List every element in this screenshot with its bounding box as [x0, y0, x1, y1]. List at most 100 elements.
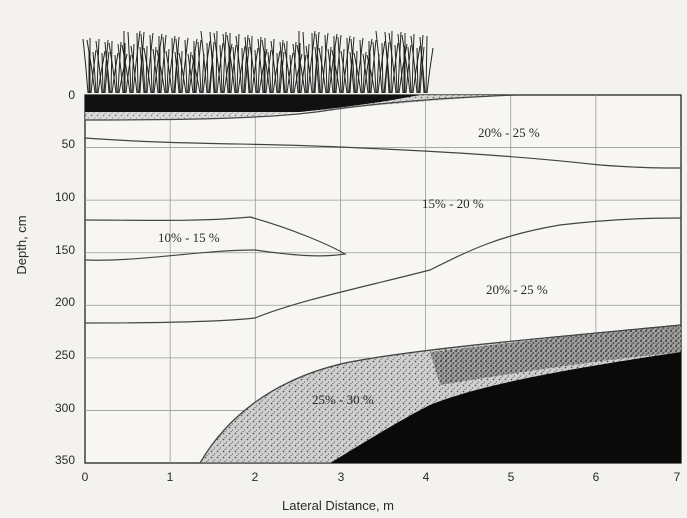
grass-blade	[101, 52, 104, 94]
grass-blade	[110, 40, 113, 94]
grass-blade	[241, 47, 244, 94]
grass-blade	[171, 37, 174, 94]
grass-blade	[324, 34, 328, 94]
grass-blade	[162, 36, 167, 94]
grass-blade	[131, 43, 135, 94]
grass-blade	[331, 49, 341, 94]
grass-blade	[410, 35, 418, 94]
grass-blade	[271, 38, 275, 94]
grass-blade	[337, 36, 342, 94]
grass-blade	[425, 35, 428, 94]
grass-blade	[257, 36, 262, 94]
grass-blade	[243, 34, 249, 94]
grass-blade	[407, 46, 412, 94]
boundary-wet-layer-top	[199, 324, 682, 464]
grass-blade	[82, 38, 89, 94]
grass-blade	[206, 42, 209, 94]
x-tick-label: 5	[508, 470, 515, 484]
grass-blade	[300, 54, 307, 94]
grass-blade	[385, 43, 391, 94]
y-tick-label: 350	[55, 453, 75, 467]
grass-blade	[377, 40, 386, 94]
grass-blade	[321, 32, 329, 94]
zone-label-middle: 15% - 20 %	[422, 196, 484, 211]
grass-blade	[292, 43, 299, 94]
grass-blade	[108, 42, 117, 94]
grass-blade	[96, 38, 100, 94]
grass-blade	[149, 34, 153, 94]
grass-blade	[342, 35, 351, 94]
grass-blade	[250, 35, 253, 94]
grass-blade	[405, 44, 412, 94]
grass-blade	[362, 53, 369, 94]
grass-blade	[166, 48, 170, 94]
boundary-15-20-lower	[84, 217, 682, 324]
grass-blade	[401, 34, 411, 94]
grass-blade	[254, 49, 258, 94]
grass-blade	[117, 41, 122, 94]
y-axis: 0 50 100 150 200 250 300 350	[55, 88, 75, 467]
grass-blade	[315, 33, 321, 94]
grass-blade	[140, 33, 146, 94]
grass-blade	[95, 40, 103, 94]
grass-blade	[279, 51, 285, 94]
grass-blade	[165, 50, 173, 94]
grass-blade	[314, 46, 320, 94]
x-tick-label: 3	[338, 470, 345, 484]
topsoil-light-layer	[85, 95, 510, 112]
grass-blade	[111, 52, 119, 94]
grass-blade	[136, 32, 139, 94]
grass-blade	[311, 32, 314, 94]
y-tick-label: 100	[55, 190, 75, 204]
grass-blade	[139, 46, 145, 94]
grass-blade	[92, 51, 97, 94]
grass-blade	[286, 52, 294, 94]
topsoil-dark-layer	[85, 95, 420, 112]
grass-blade	[349, 51, 355, 94]
grass-blade	[258, 48, 268, 94]
y-axis-title: Depth, cm	[14, 215, 29, 274]
grass-blade	[265, 49, 272, 94]
grass-blade	[114, 54, 118, 94]
grass-blade	[236, 33, 240, 94]
x-tick-label: 0	[82, 470, 89, 484]
grass-blade	[184, 39, 188, 94]
y-tick-label: 150	[55, 243, 75, 257]
y-tick-label: 50	[62, 137, 76, 151]
grass-blade	[305, 45, 313, 94]
grass-blade	[103, 39, 109, 94]
grass-blade	[398, 43, 408, 94]
grass-blade	[327, 48, 334, 94]
grass-blade	[416, 47, 419, 94]
grass-blade	[226, 34, 236, 94]
grass-blade	[121, 44, 131, 94]
grass-blade	[143, 47, 152, 94]
grass-blade	[355, 50, 358, 94]
grass-blade	[219, 44, 223, 94]
y-tick-label: 250	[55, 348, 75, 362]
boundary-top	[84, 94, 516, 121]
grass-blade	[191, 54, 201, 94]
grass-blade	[237, 45, 246, 94]
x-tick-label: 1	[167, 470, 174, 484]
grass-blade	[346, 37, 349, 94]
grass-blade	[384, 41, 390, 94]
grass-blade	[390, 30, 393, 94]
grass-blade	[327, 46, 332, 94]
grass-blade	[248, 37, 257, 94]
x-tick-label: 7	[674, 470, 681, 484]
bedrock-region	[330, 352, 681, 463]
vegetation-grass	[82, 30, 434, 94]
grass-blade	[397, 31, 402, 94]
grass-blade	[356, 37, 364, 94]
grass-blade	[195, 39, 202, 94]
topsoil-stipple-band	[85, 112, 300, 120]
x-axis: 0 1 2 3 4 5 6 7	[82, 470, 681, 484]
grass-blade	[363, 38, 373, 94]
grass-blade	[244, 46, 250, 94]
zone-label-top: 20% - 25 %	[478, 125, 540, 140]
grass-blade	[418, 34, 424, 94]
grass-blade	[200, 30, 208, 94]
grass-blade	[210, 43, 216, 94]
x-axis-title: Lateral Distance, m	[282, 498, 394, 513]
